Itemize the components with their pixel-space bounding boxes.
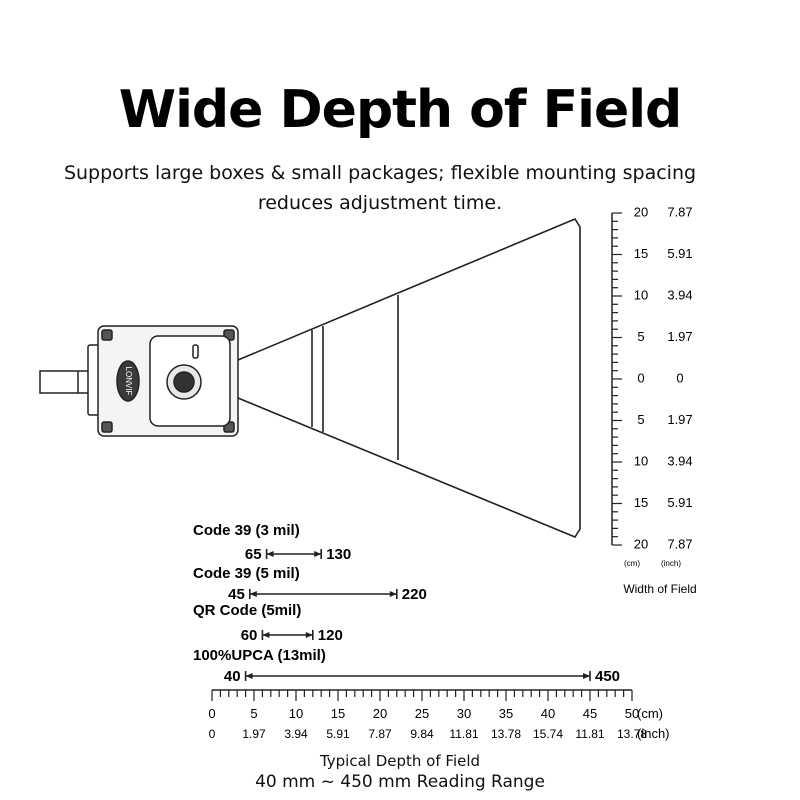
width-scale-inch-label: 1.97 [667, 329, 692, 344]
width-of-field-caption: Width of Field [623, 582, 696, 596]
width-scale-unit-cm: (cm) [624, 559, 640, 568]
width-scale-cm-label: 10 [634, 287, 648, 302]
depth-scale-cm-label: 45 [583, 706, 597, 721]
depth-scale-cm-label: 20 [373, 706, 387, 721]
range-min-label: 45 [228, 586, 245, 603]
arrow-right-icon [389, 591, 397, 597]
width-scale-inch-label: 5.91 [667, 246, 692, 261]
range-max-label: 220 [402, 586, 427, 603]
width-scale-cm-label: 20 [634, 536, 648, 551]
range-max-label: 120 [318, 627, 343, 644]
barcode-range-row: 100%UPCA (13mil) 40 450 [193, 647, 620, 685]
field-of-view [237, 217, 581, 538]
barcode-range-row: QR Code (5mil) 60 120 [193, 602, 343, 644]
reading-range-caption: 40 mm ~ 450 mm Reading Range [255, 772, 545, 792]
page-subtitle: Supports large boxes & small packages; f… [0, 158, 760, 218]
depth-scale-inch-label: 5.91 [326, 727, 350, 741]
depth-scale-inch-label: 13.78 [491, 727, 521, 741]
depth-scale-cm-label: 15 [331, 706, 345, 721]
depth-scale-inch-label: 7.87 [368, 727, 392, 741]
range-min-label: 40 [224, 668, 241, 685]
width-of-field-scale: 20 15 10 5 0 5 10 15 20 7.87 5.91 3.94 1.97 0 1.97 3.94… [611, 204, 693, 551]
depth-scale-cm-label: 0 [208, 706, 215, 721]
width-scale-cm-label: 15 [634, 246, 648, 261]
depth-scale-inch-label: 3.94 [284, 727, 308, 741]
width-scale-cm-label: 5 [637, 329, 644, 344]
depth-of-field-caption: Typical Depth of Field [319, 752, 481, 770]
depth-scale-inch-label: 13.78 [617, 727, 647, 741]
depth-scale-unit-inch: (inch) [637, 726, 670, 741]
depth-scale-inch-label: 9.84 [410, 727, 434, 741]
width-scale-cm-label: 10 [634, 453, 648, 468]
depth-scale-cm-label: 50 [625, 706, 639, 721]
width-scale-cm-label: 5 [637, 412, 644, 427]
depth-scale-cm-label: 5 [250, 706, 257, 721]
range-max-label: 450 [595, 668, 620, 685]
barcode-type-label: Code 39 (3 mil) [193, 522, 300, 539]
width-scale-cm-label: 20 [634, 204, 648, 219]
range-min-label: 60 [241, 627, 258, 644]
field-of-view-cone [237, 217, 581, 538]
depth-scale-inch-label: 11.81 [575, 727, 604, 741]
depth-scale-inch-label: 1.97 [242, 727, 266, 741]
depth-scale-cm-label: 10 [289, 706, 303, 721]
barcode-type-label: Code 39 (5 mil) [193, 565, 300, 582]
arrow-left-icon [249, 591, 257, 597]
page-title: Wide Depth of Field [118, 80, 683, 140]
depth-scale-cm-label: 40 [541, 706, 555, 721]
width-scale-inch-label: 7.87 [667, 536, 692, 551]
subtitle-line-2: reduces adjustment time. [257, 192, 503, 214]
brand-logo-text: LONVIF [124, 367, 133, 396]
width-scale-cm-label: 15 [634, 495, 648, 510]
range-min-label: 65 [245, 546, 262, 563]
arrow-right-icon [314, 551, 322, 557]
brand-logo-badge [116, 360, 140, 402]
indicator-led-icon [192, 344, 199, 359]
width-scale-unit-inch: (inch) [661, 559, 681, 568]
depth-scale-unit-cm: (cm) [637, 706, 663, 721]
arrow-left-icon [266, 551, 274, 557]
width-scale-inch-label: 0 [676, 370, 683, 385]
depth-of-field-scale: 0 5 10 15 20 25 30 35 40 45 50 0 1.97 3.94 5.91 7.87 9.8… [208, 689, 647, 741]
arrow-right-icon [583, 673, 590, 679]
barcode-type-label: 100%UPCA (13mil) [193, 647, 326, 664]
width-scale-inch-label: 3.94 [667, 453, 692, 468]
scanner-device [39, 325, 239, 437]
screw-icon [101, 421, 113, 433]
width-scale-inch-label: 1.97 [667, 412, 692, 427]
width-scale-inch-label: 7.87 [667, 204, 692, 219]
width-scale-cm-label: 0 [637, 370, 644, 385]
barcode-range-row: Code 39 (5 mil) 45 220 [193, 565, 427, 603]
width-scale-inch-label: 5.91 [667, 495, 692, 510]
depth-scale-cm-label: 35 [499, 706, 513, 721]
depth-scale-cm-label: 30 [457, 706, 471, 721]
arrow-left-icon [245, 673, 253, 679]
barcode-type-label: QR Code (5mil) [193, 602, 301, 619]
width-scale-inch-label: 3.94 [667, 287, 692, 302]
depth-scale-inch-label: 0 [209, 727, 216, 741]
scanner-lens-icon [173, 371, 195, 393]
barcode-range-row: Code 39 (3 mil) 65 130 [193, 522, 351, 563]
subtitle-line-1: Supports large boxes & small packages; f… [63, 162, 697, 184]
depth-scale-inch-label: 11.81 [449, 727, 478, 741]
screw-icon [101, 329, 113, 341]
arrow-left-icon [262, 632, 270, 638]
range-max-label: 130 [326, 546, 351, 563]
depth-scale-cm-label: 25 [415, 706, 429, 721]
depth-scale-inch-label: 15.74 [533, 727, 563, 741]
arrow-right-icon [305, 632, 313, 638]
